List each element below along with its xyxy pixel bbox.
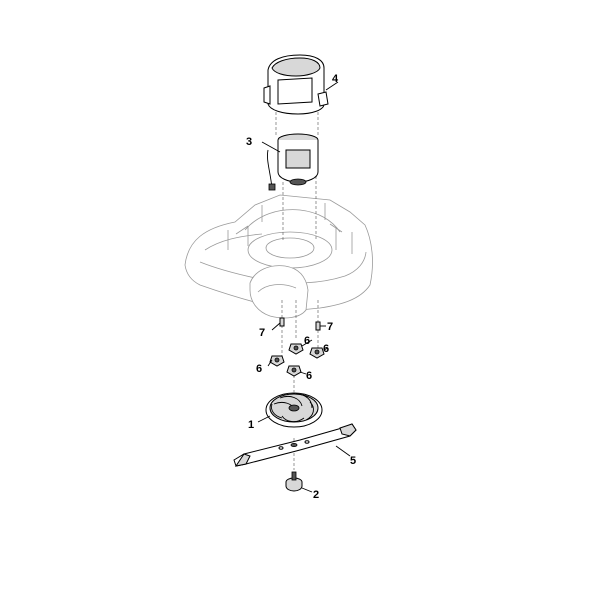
electric-motor-part bbox=[261, 133, 319, 191]
callout-7-right: 7 bbox=[327, 321, 333, 333]
screw-left bbox=[269, 355, 285, 367]
callout-5: 5 bbox=[350, 455, 356, 467]
callout-6-left: 6 bbox=[256, 363, 262, 375]
callout-2: 2 bbox=[313, 489, 319, 501]
screw-top bbox=[288, 343, 304, 355]
cutting-blade-part bbox=[233, 423, 357, 467]
screw-right bbox=[309, 347, 325, 359]
motor-cover-part bbox=[263, 54, 339, 115]
blade-bolt-part bbox=[285, 471, 313, 493]
callout-6-lower: 6 bbox=[306, 370, 312, 382]
assembly-axes bbox=[275, 112, 319, 470]
callout-4: 4 bbox=[332, 73, 339, 85]
pin-parts bbox=[271, 317, 326, 331]
callout-6-top: 6 bbox=[304, 335, 310, 347]
callout-6-right: 6 bbox=[323, 343, 329, 355]
callout-labels: 4 3 7 7 6 6 6 6 1 5 2 bbox=[246, 73, 356, 501]
screw-parts bbox=[267, 339, 329, 377]
mower-deck-ghost bbox=[184, 194, 373, 319]
callout-7-left: 7 bbox=[259, 327, 265, 339]
fan-impeller-part bbox=[257, 392, 323, 428]
screw-lower bbox=[286, 365, 302, 377]
callout-1: 1 bbox=[248, 419, 254, 431]
callout-3: 3 bbox=[246, 136, 252, 148]
